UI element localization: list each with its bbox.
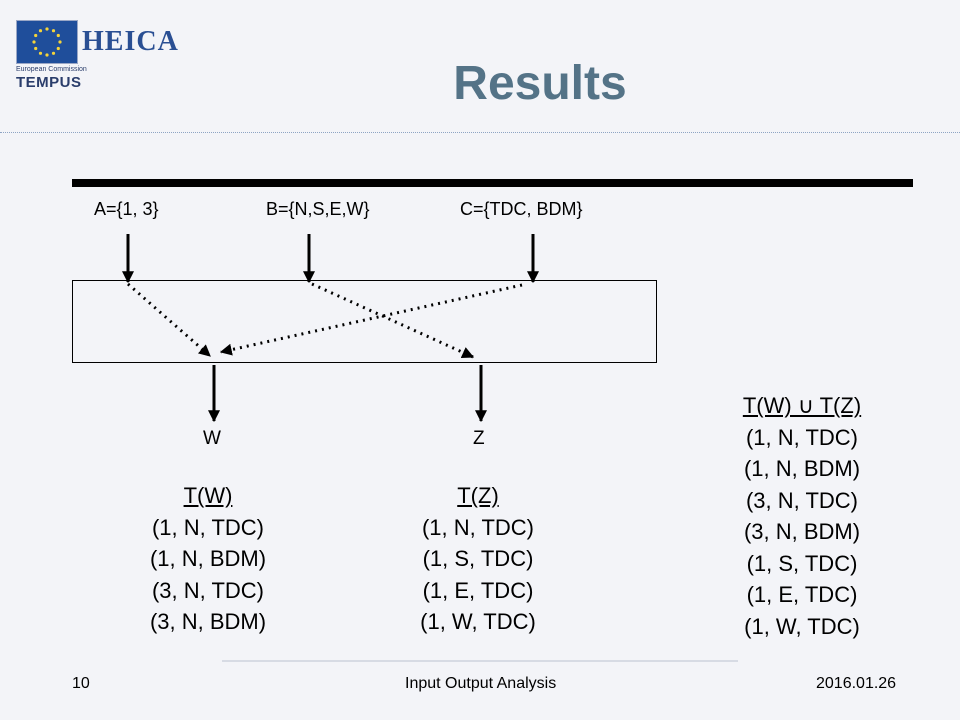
table-row: (1, E, TDC) bbox=[422, 577, 534, 603]
logo-text: HEICA bbox=[82, 26, 179, 57]
table-row: (1, W, TDC) bbox=[420, 609, 536, 634]
output-label-w: W bbox=[203, 428, 221, 449]
table-row: (1, E, TDC) bbox=[746, 582, 858, 607]
footer-page-number: 10 bbox=[72, 675, 90, 692]
input-label-a: A={1, 3} bbox=[94, 199, 159, 219]
table-tz-heading: T(Z) bbox=[457, 483, 499, 508]
table-tw: T(W) (1, N, TDC) (1, N, BDM) (3, N, TDC)… bbox=[118, 480, 298, 638]
output-label-z: Z bbox=[473, 428, 485, 449]
header-divider bbox=[0, 132, 960, 133]
heica-logo: HEICA European Commission TEMPUS bbox=[16, 20, 178, 91]
table-row: (1, W, TDC) bbox=[744, 613, 860, 639]
table-row: (3, N, BDM) bbox=[743, 519, 861, 544]
process-box bbox=[72, 280, 657, 363]
table-row: (1, S, TDC) bbox=[422, 546, 534, 571]
table-row: (1, N, TDC) bbox=[421, 514, 535, 540]
footer-divider bbox=[222, 660, 738, 662]
table-union: T(W) ∪ T(Z) (1, N, TDC) (1, N, BDM) (3, … bbox=[712, 390, 892, 642]
slide-title: Results bbox=[453, 57, 627, 110]
table-tw-heading: T(W) bbox=[183, 483, 233, 508]
input-label-c: C={TDC, BDM} bbox=[460, 199, 583, 219]
table-row: (1, N, BDM) bbox=[149, 546, 267, 571]
table-row: (3, N, TDC) bbox=[151, 577, 265, 603]
table-tz: T(Z) (1, N, TDC) (1, S, TDC) (1, E, TDC)… bbox=[388, 480, 568, 638]
logo-tempus: TEMPUS bbox=[16, 74, 82, 91]
table-row: (1, N, TDC) bbox=[151, 514, 265, 540]
dotted-a-to-w bbox=[127, 282, 211, 358]
logo-subtext: European Commission bbox=[16, 66, 87, 73]
table-union-heading: T(W) ∪ T(Z) bbox=[742, 393, 862, 418]
table-row: (1, N, BDM) bbox=[743, 456, 861, 481]
table-row: (3, N, BDM) bbox=[149, 609, 267, 634]
dotted-c-to-w bbox=[219, 283, 523, 356]
top-bar bbox=[72, 179, 913, 187]
footer-date: 2016.01.26 bbox=[816, 675, 897, 692]
dotted-b-to-z bbox=[311, 282, 475, 359]
eu-flag-icon bbox=[16, 20, 78, 64]
table-row: (1, N, TDC) bbox=[745, 424, 859, 450]
table-row: (1, S, TDC) bbox=[746, 550, 858, 576]
footer-title: Input Output Analysis bbox=[405, 675, 557, 692]
table-row: (3, N, TDC) bbox=[745, 487, 859, 513]
input-label-b: B={N,S,E,W} bbox=[266, 199, 370, 219]
